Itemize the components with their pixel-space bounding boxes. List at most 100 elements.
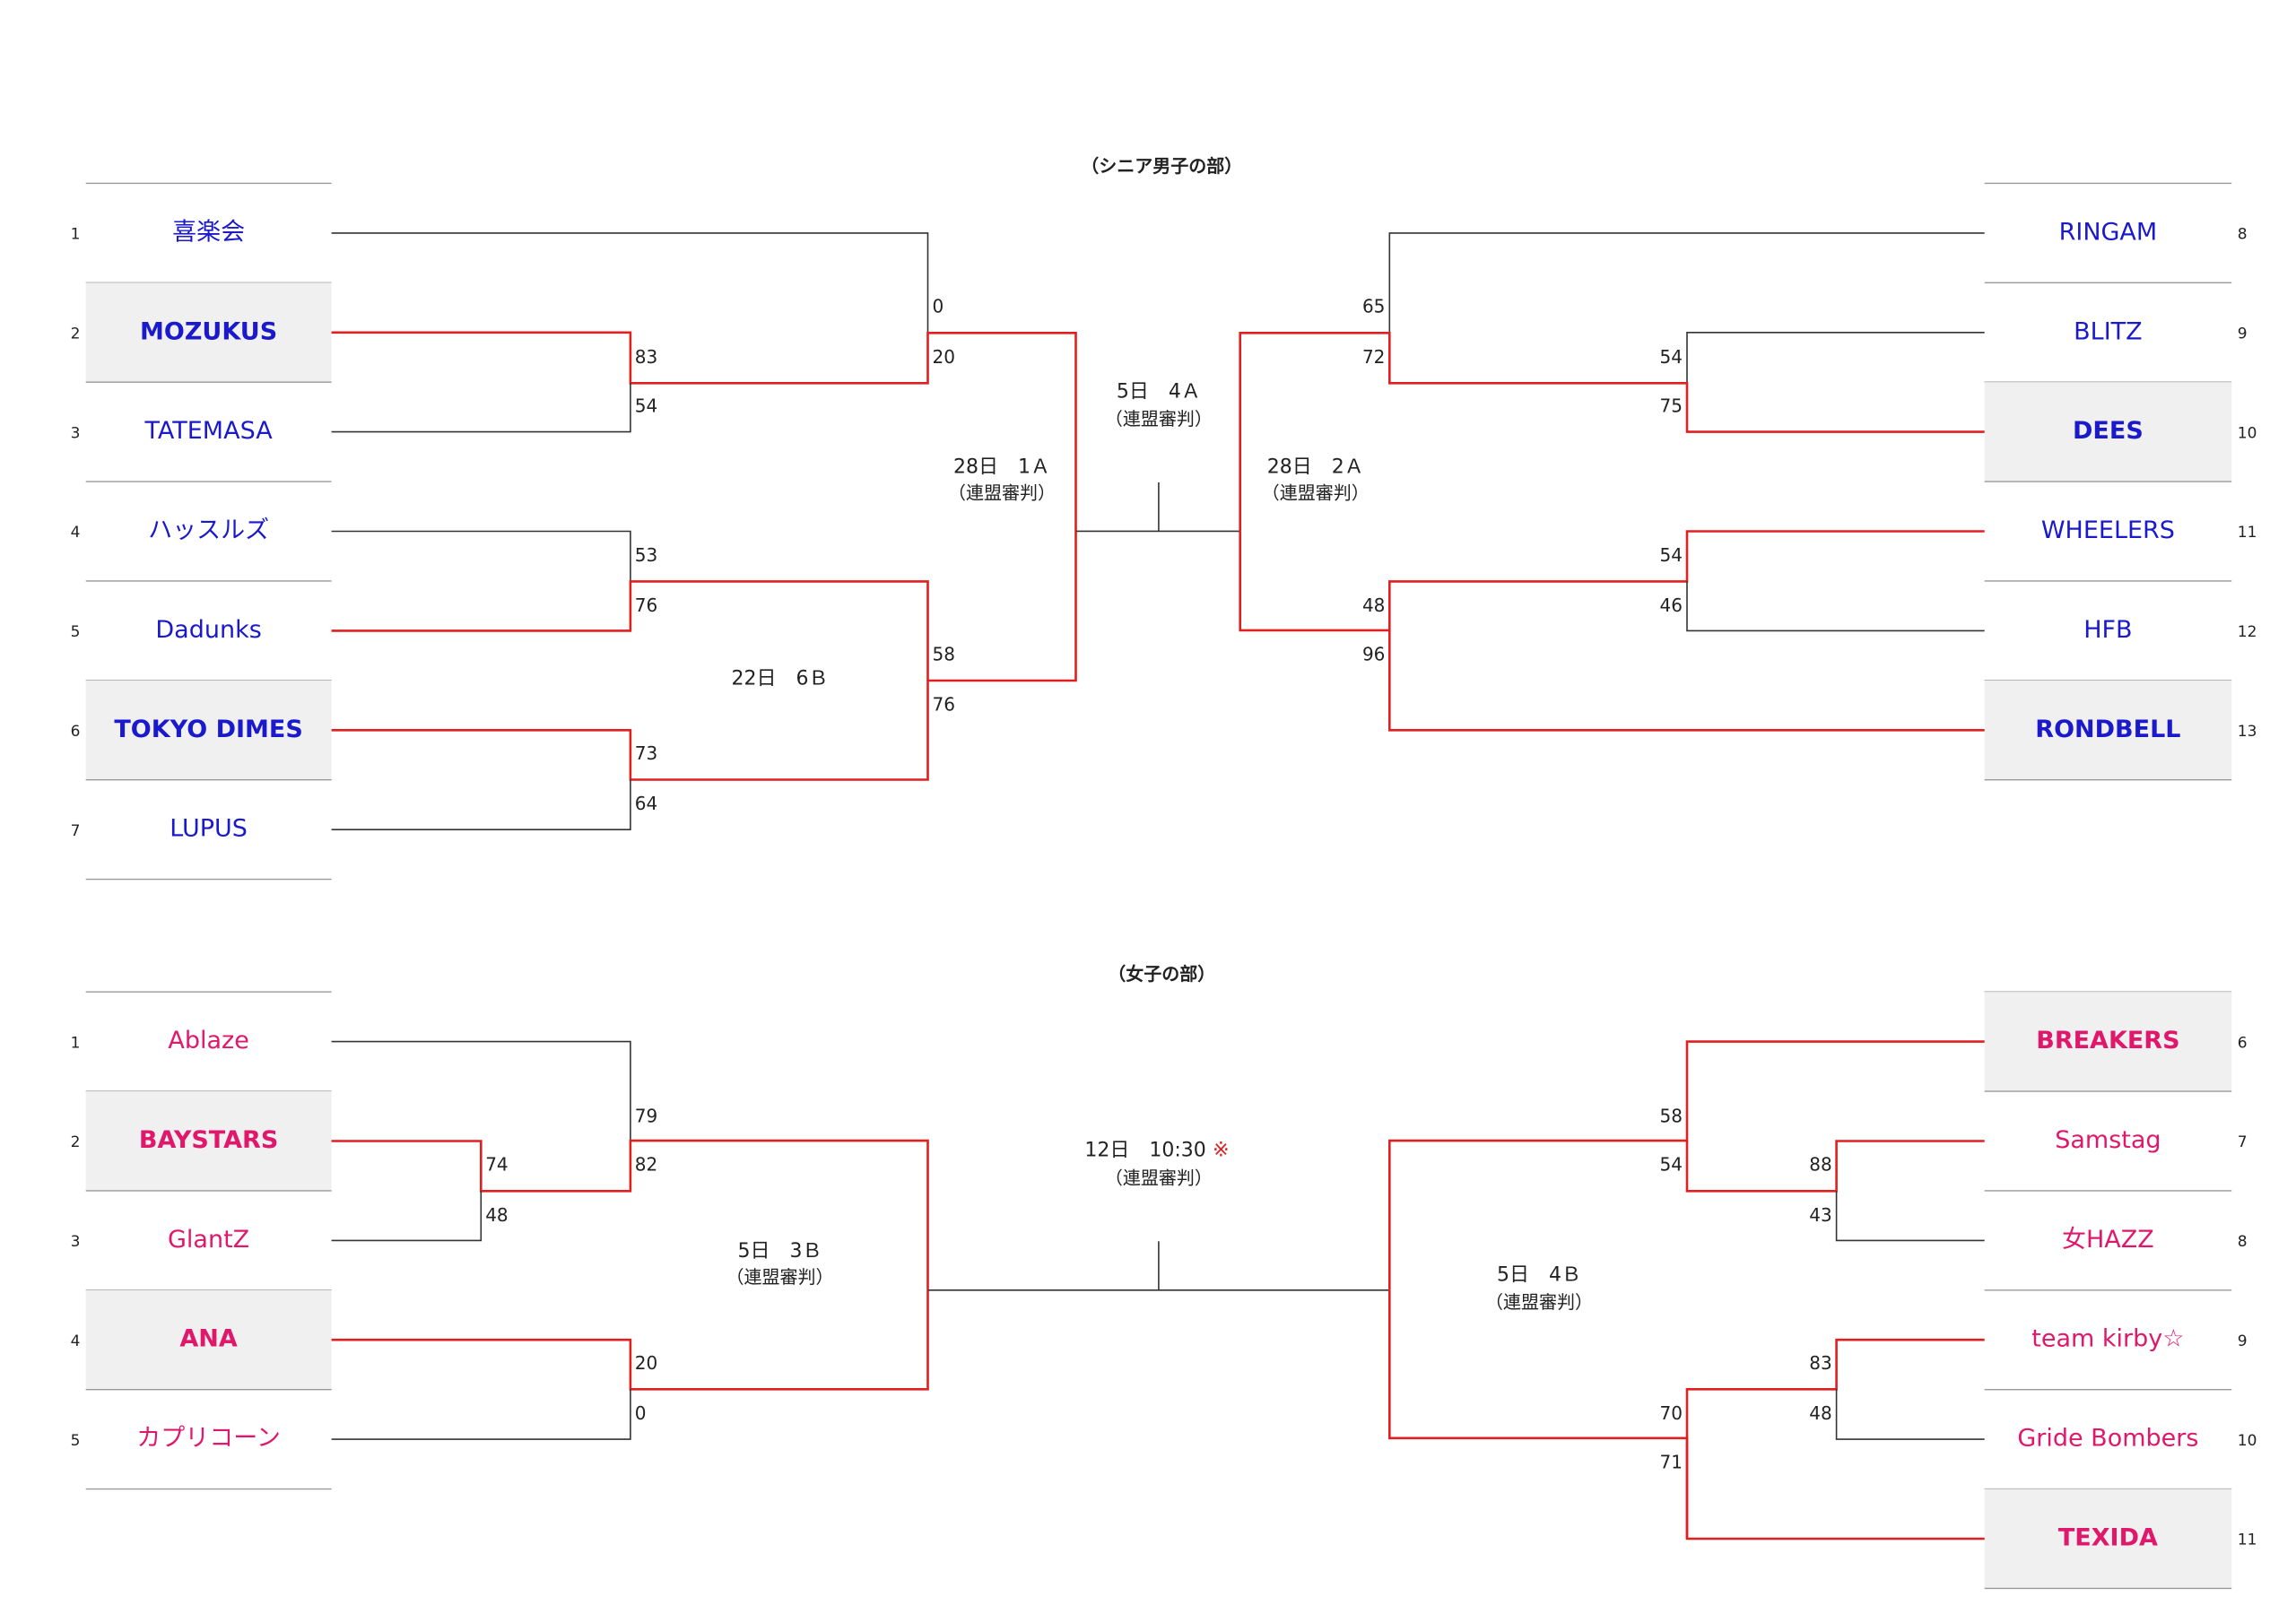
men-left-seed-number: 5 xyxy=(71,623,81,641)
men-l-line-mozukus xyxy=(331,331,1077,532)
women-right-seed-number: 10 xyxy=(2238,1432,2257,1450)
women-l-line-glantz xyxy=(331,1191,483,1242)
women-l-line-capricorn xyxy=(331,1389,631,1440)
score: 46 xyxy=(1660,595,1683,616)
men-right-winner-bg xyxy=(1984,382,2232,482)
score: 48 xyxy=(1362,595,1385,616)
men-r-line-hfb xyxy=(1686,581,1985,632)
women-right-seed-number: 8 xyxy=(2238,1233,2248,1251)
men-right-team-name: HFB xyxy=(2083,616,2132,644)
score: 54 xyxy=(1660,544,1683,566)
women-left-seed-number: 2 xyxy=(71,1133,81,1151)
women-left-seed-number: 3 xyxy=(71,1233,81,1251)
men-right-seed-number: 13 xyxy=(2238,723,2257,741)
women-r-line-texida xyxy=(1388,1289,1985,1541)
match-date: 5日 3Ｂ xyxy=(738,1240,822,1263)
score: 0 xyxy=(635,1402,647,1424)
score: 48 xyxy=(485,1204,508,1226)
men-right-seed-number: 9 xyxy=(2238,325,2248,343)
men-left-team-name: LUPUS xyxy=(170,815,248,843)
score: 48 xyxy=(1809,1402,1831,1424)
score: 96 xyxy=(1362,643,1385,664)
note-mark: ※ xyxy=(1213,1140,1229,1162)
women-right-seed-number: 9 xyxy=(2238,1332,2248,1350)
score: 64 xyxy=(635,793,657,814)
women-left-seed-number: 1 xyxy=(71,1034,81,1052)
score: 71 xyxy=(1660,1451,1683,1472)
men-left-winner-bg xyxy=(85,282,332,383)
score: 58 xyxy=(1660,1105,1683,1126)
match-referee: （連盟審判） xyxy=(1105,1167,1213,1189)
women-right-team-name: 女HAZZ xyxy=(2062,1226,2154,1254)
women-right-team-name: Gride Bombers xyxy=(2017,1425,2198,1453)
score: 58 xyxy=(933,643,955,664)
women-left-winner-bg xyxy=(85,1091,332,1191)
men-right-seed-number: 11 xyxy=(2238,524,2257,542)
men-l-line-dadunks xyxy=(331,580,929,681)
women-left-team-name: BAYSTARS xyxy=(139,1126,278,1154)
men-left-team-name: ハッスルズ xyxy=(148,516,269,544)
match-date: 5日 4Ａ xyxy=(1117,380,1201,403)
match-date: 28日 2Ａ xyxy=(1267,456,1364,478)
men-right-team-name: RINGAM xyxy=(2059,218,2158,246)
men-left-seed-number: 6 xyxy=(71,723,81,741)
score: 82 xyxy=(635,1154,657,1176)
women-right-winner-bg xyxy=(1984,1488,2232,1589)
men-right-seed-number: 8 xyxy=(2238,226,2248,244)
men-r-line-ringam xyxy=(1388,232,1985,334)
score: 83 xyxy=(635,346,657,368)
score: 54 xyxy=(1660,346,1683,368)
women-left-team-name: GlantZ xyxy=(168,1226,249,1254)
score: 65 xyxy=(1362,296,1385,317)
match-referee: （連盟審判） xyxy=(948,482,1056,504)
women-left-team-name: Ablaze xyxy=(168,1027,248,1055)
score: 54 xyxy=(1660,1154,1683,1176)
men-r-line-wheelers xyxy=(1239,530,1985,632)
men-r-line-blitz xyxy=(1686,332,1985,384)
score: 73 xyxy=(635,742,657,764)
men-left-team-name: TATEMASA xyxy=(144,417,273,445)
women-l-line-baystars xyxy=(331,1139,929,1290)
women-r-line-hazz xyxy=(1835,1191,1985,1242)
score: 54 xyxy=(635,395,657,416)
men-left-team-name: MOZUKUS xyxy=(140,317,277,345)
men-l-line-hustles xyxy=(331,530,631,582)
men-left-seed-number: 1 xyxy=(71,226,81,244)
score: 72 xyxy=(1362,346,1385,368)
score: 79 xyxy=(635,1105,657,1126)
men-left-team-name: 喜楽会 xyxy=(172,218,245,246)
men-right-team-name: RONDBELL xyxy=(2035,716,2180,743)
match-referee: （連盟審判） xyxy=(1262,482,1370,504)
score: 43 xyxy=(1809,1204,1831,1226)
score: 75 xyxy=(1660,395,1683,416)
men-left-seed-number: 4 xyxy=(71,524,81,542)
men-l-line-tatemasa xyxy=(331,383,631,433)
match-date: 5日 4Ｂ xyxy=(1497,1263,1581,1286)
score: 20 xyxy=(635,1352,657,1374)
score: 70 xyxy=(1660,1402,1683,1424)
score: 88 xyxy=(1809,1154,1831,1176)
women-right-team-name: Samstag xyxy=(2055,1126,2161,1154)
men-l-line-lupus xyxy=(331,779,631,830)
women-right-team-name: team kirby☆ xyxy=(2031,1325,2184,1353)
match-referee: （連盟審判） xyxy=(1485,1291,1593,1313)
women-left-seed-number: 5 xyxy=(71,1432,81,1450)
men-right-team-name: WHEELERS xyxy=(2041,516,2175,544)
men-left-seed-number: 7 xyxy=(71,822,81,840)
men-right-seed-number: 12 xyxy=(2238,623,2257,641)
score: 76 xyxy=(933,694,955,716)
section-title-senior-men: （シニア男子の部） xyxy=(1081,155,1242,177)
score: 0 xyxy=(933,296,944,317)
men-right-team-name: BLITZ xyxy=(2074,317,2143,345)
men-left-seed-number: 2 xyxy=(71,325,81,343)
women-right-winner-bg xyxy=(1984,992,2232,1092)
men-left-team-name: TOKYO DIMES xyxy=(114,716,302,743)
women-right-team-name: BREAKERS xyxy=(2036,1027,2179,1055)
men-right-winner-bg xyxy=(1984,680,2232,780)
women-left-winner-bg xyxy=(85,1289,332,1390)
women-right-seed-number: 6 xyxy=(2238,1034,2248,1052)
score: 20 xyxy=(933,346,955,368)
men-right-team-name: DEES xyxy=(2073,417,2144,445)
section-title-women: （女子の部） xyxy=(1108,963,1215,985)
